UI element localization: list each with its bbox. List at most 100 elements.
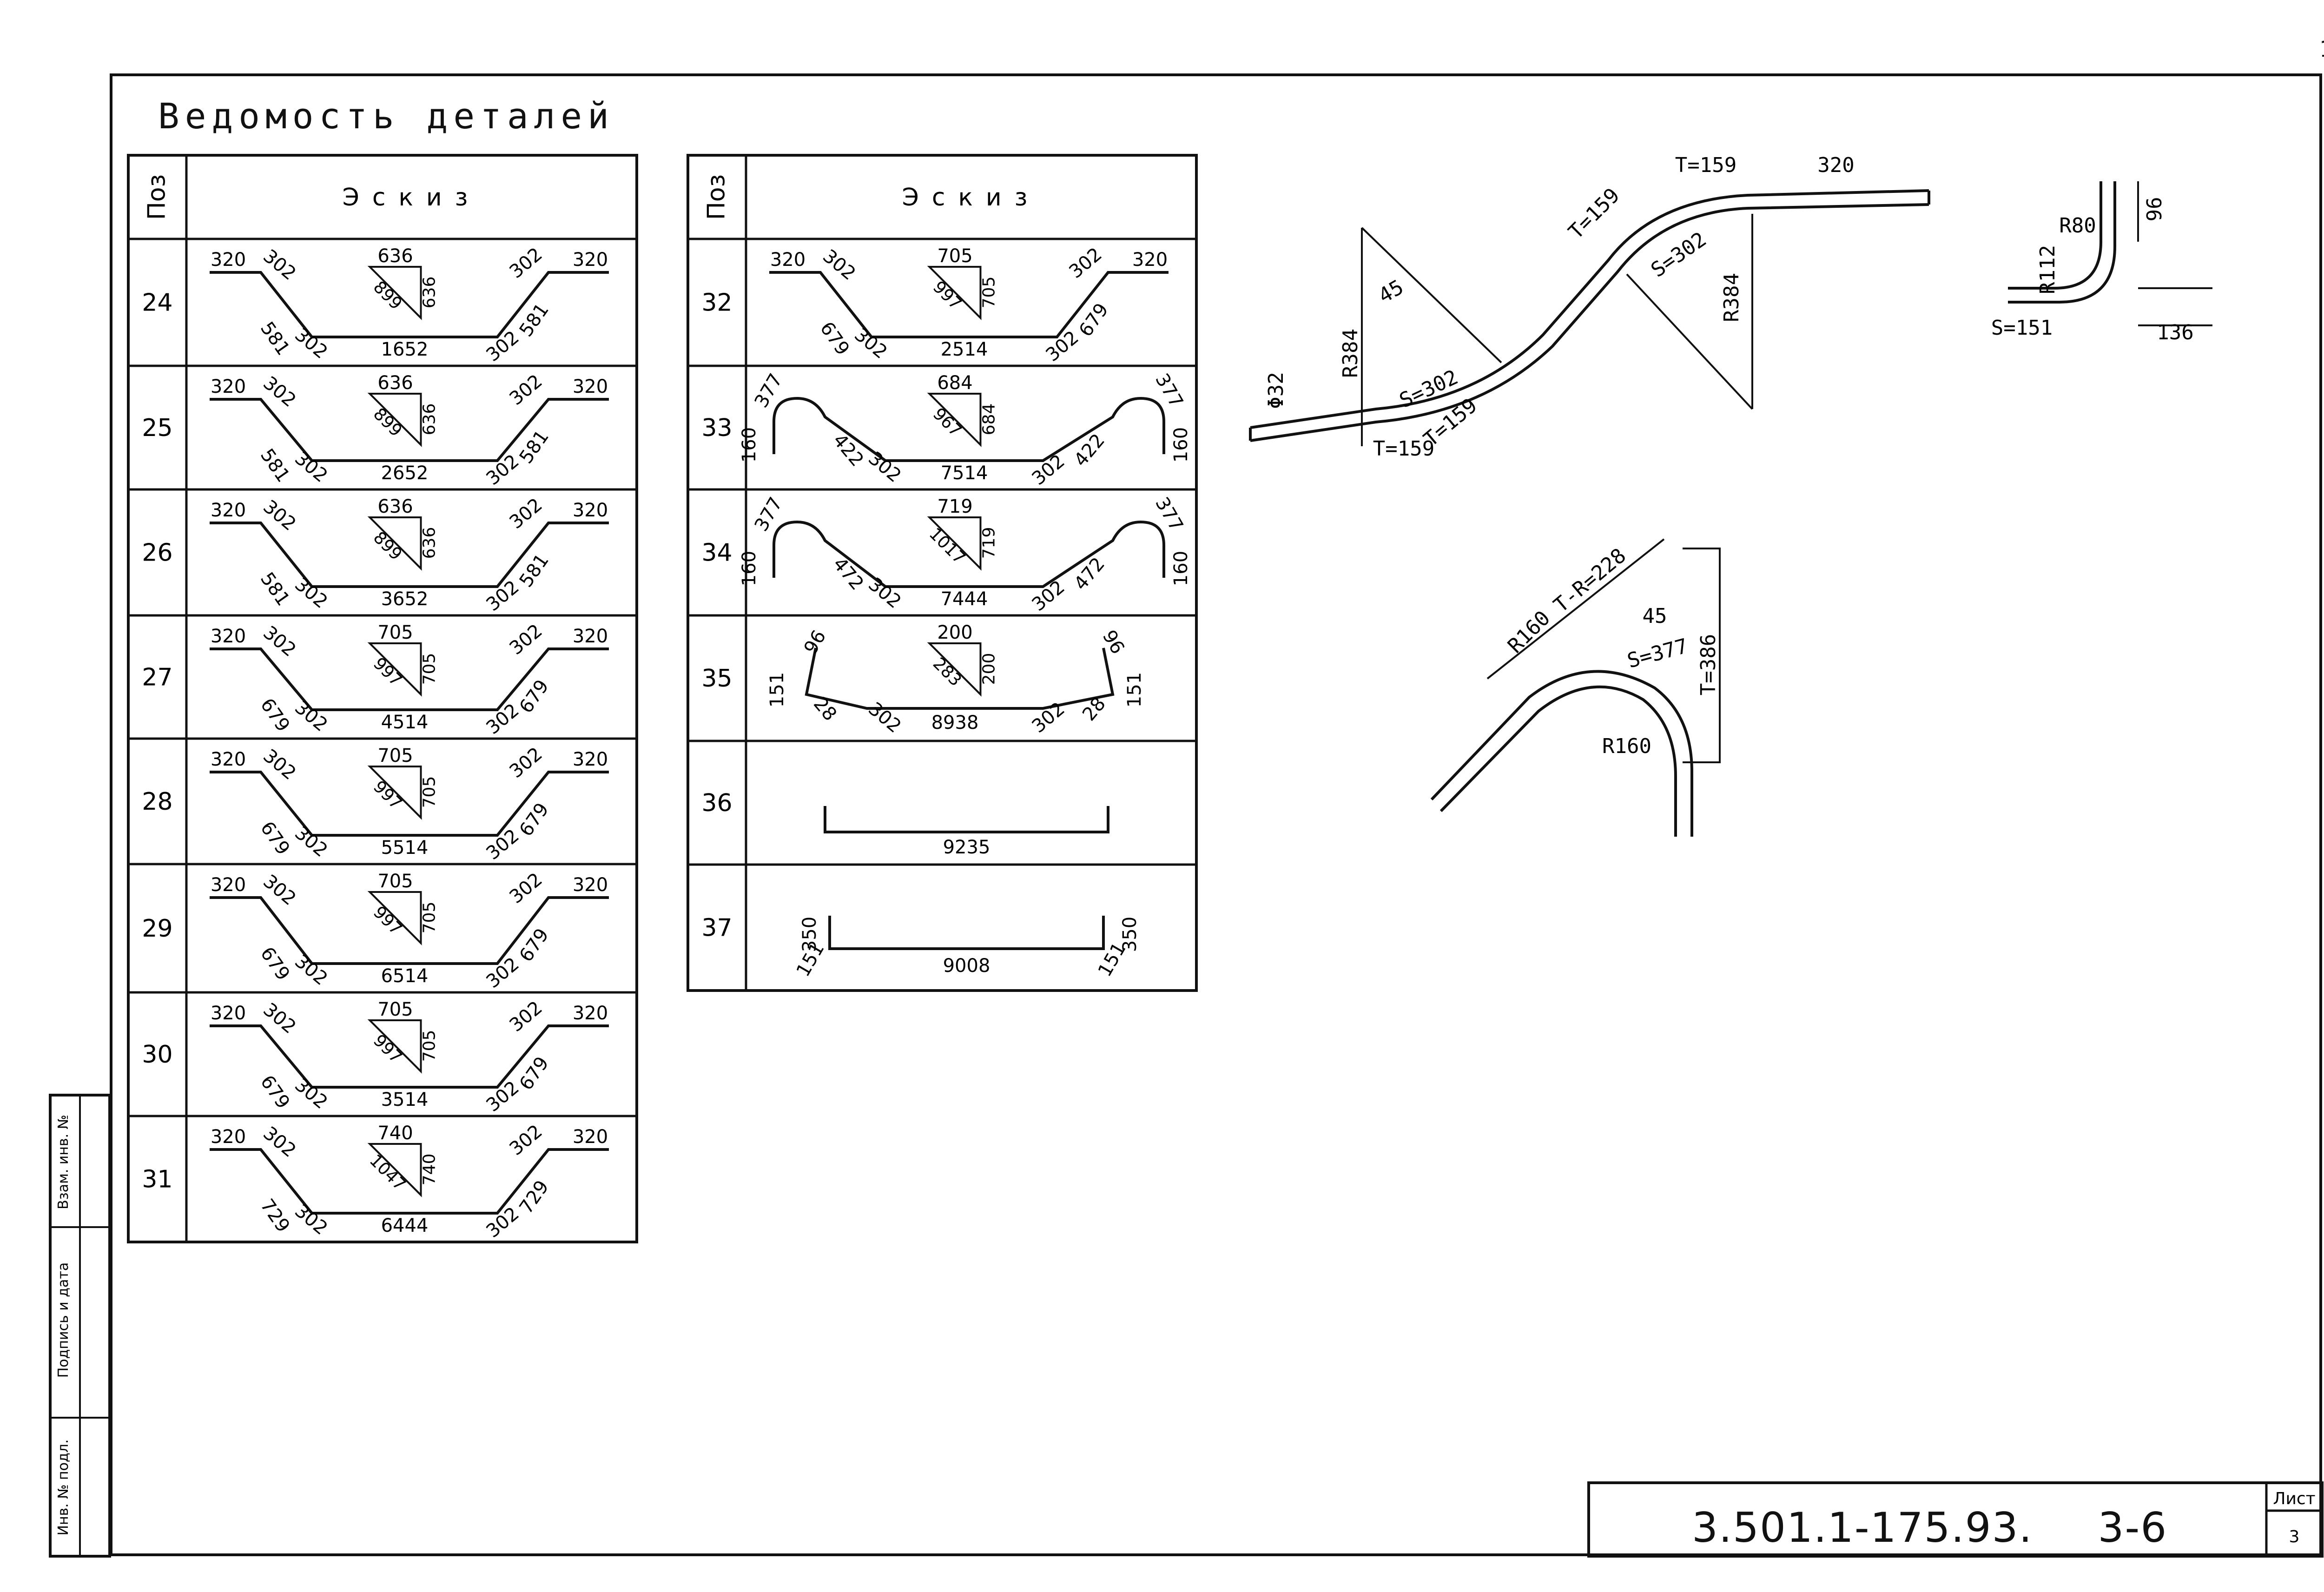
dim-right-slant-top: 302	[506, 244, 547, 283]
dim-top-right: 320	[1132, 249, 1168, 271]
bar-shape	[805, 647, 1115, 710]
dim-top-left: 320	[211, 500, 246, 521]
dim-bottom: 7514	[941, 462, 988, 484]
dim-triangle-side: 636	[420, 277, 439, 309]
dim-top-left: 320	[211, 626, 246, 647]
dim-top-right: 320	[573, 376, 608, 397]
label-s151: S=151	[1991, 316, 2053, 340]
dim-hook-leg-right: 160	[1170, 427, 1192, 462]
label-len-top: 320	[1817, 153, 1854, 177]
dim-left-diag: 679	[256, 818, 294, 859]
dim-bottom: 8938	[931, 712, 979, 733]
angle-triangle	[367, 393, 422, 447]
dim-triangle-hyp: 997	[370, 903, 406, 939]
bar-shape	[210, 522, 609, 588]
label-s377: S=377	[1625, 634, 1690, 673]
dim-right-diag: 28	[1078, 693, 1110, 725]
row-pos: 30	[142, 1041, 172, 1069]
dim-top-right: 320	[573, 1003, 608, 1024]
dim-top-right: 320	[573, 249, 608, 271]
dim-left-slant-bot: 302	[290, 448, 331, 487]
dim-bottom: 5514	[381, 837, 429, 859]
dim-triangle-side: 740	[420, 1154, 439, 1186]
angle-triangle	[367, 1019, 422, 1074]
dim-top-left: 320	[211, 1003, 246, 1024]
dim-triangle-hyp: 1047	[366, 1151, 409, 1195]
bar-shape	[772, 396, 1165, 462]
dim-top-left: 320	[211, 376, 246, 397]
dim-bottom: 1652	[381, 339, 429, 360]
label-t-r: T-R=228	[1549, 544, 1631, 617]
stamp-sheet-number: 3	[2289, 1527, 2300, 1546]
dim-right-slant-top: 302	[506, 997, 547, 1036]
dim-top-right: 320	[573, 874, 608, 896]
dim-hook-arc-left: 377	[751, 370, 787, 411]
angle-triangle	[367, 766, 422, 820]
dim-hook-leg-right: 160	[1170, 551, 1192, 586]
dim-right-slant-bot: 302	[1042, 327, 1083, 366]
dim-left-diag: 581	[256, 445, 294, 486]
dim-left-slant-bot: 302	[864, 574, 905, 613]
side-stamp-inv-orig: Инв. № подл.	[55, 1440, 72, 1536]
arc-dims	[1486, 538, 1721, 763]
bar-shape	[772, 520, 1165, 588]
dim-right-slant-bot: 302	[482, 1203, 523, 1242]
label-leg-96: 96	[2143, 197, 2166, 222]
dim-end-top-right: 96	[1098, 627, 1129, 658]
dim-left-diag: 422	[829, 430, 868, 471]
label-angle: 45	[1643, 604, 1667, 628]
dim-right-slant-top: 302	[506, 620, 547, 659]
side-stamp-replace-inv: Взам. инв. №	[55, 1115, 72, 1209]
dim-triangle-top: 636	[377, 372, 413, 394]
dim-top-left: 320	[770, 249, 805, 271]
dim-triangle-side: 705	[420, 653, 439, 685]
dim-top-right: 320	[573, 1126, 608, 1148]
stamp-code: 3.501.1-175.93. 3-6	[1692, 1504, 2167, 1552]
dim-end-leg-left: 151	[766, 672, 788, 707]
stamp-code-number: 3.501.1-175.93.	[1692, 1504, 2033, 1552]
arc-outer	[1430, 670, 1693, 837]
label-r112: R112	[2036, 245, 2060, 294]
dim-bottom: 2514	[941, 339, 988, 360]
row-pos: 31	[142, 1166, 172, 1194]
side-stamp-signature-date: Подпись и дата	[55, 1262, 72, 1378]
dim-triangle-top: 636	[377, 245, 413, 267]
row-pos: 26	[142, 539, 172, 567]
dim-leg-left: 350	[799, 917, 820, 952]
dim-right-slant-bot: 302	[1028, 450, 1069, 489]
bar-shape	[210, 771, 609, 837]
dim-top-right: 320	[573, 500, 608, 521]
label-136: 136	[2157, 321, 2193, 344]
dim-triangle-hyp: 967	[929, 404, 965, 441]
dim-right-slant-bot: 302	[482, 953, 523, 992]
dim-right-diag: 679	[515, 925, 553, 966]
row-pos: 28	[142, 788, 172, 816]
dim-triangle-side: 705	[420, 776, 439, 808]
dim-triangle-side: 705	[420, 1030, 439, 1062]
dim-bottom: 6514	[381, 965, 429, 987]
dim-left-slant-bot: 302	[864, 698, 905, 737]
dim-triangle-side: 705	[420, 902, 439, 934]
dim-triangle-hyp: 997	[370, 654, 406, 690]
dim-triangle-top: 705	[377, 999, 413, 1020]
angle-triangle	[927, 266, 982, 320]
dim-triangle-hyp: 1017	[925, 524, 969, 568]
dim-left-slant-bot: 302	[864, 448, 905, 487]
dim-left-diag: 679	[256, 1071, 294, 1113]
dim-left-diag: 28	[809, 693, 841, 725]
dim-bottom: 3652	[381, 588, 429, 610]
label-r-right: R384	[1720, 273, 1743, 322]
dim-right-slant-top: 302	[1065, 244, 1106, 283]
dim-triangle-hyp: 899	[370, 528, 406, 564]
dim-triangle-hyp: 997	[370, 777, 406, 813]
bar-shape	[210, 1148, 609, 1215]
dim-end-leg-right: 151	[1124, 672, 1145, 707]
dim-bottom: 3514	[381, 1089, 429, 1110]
dim-triangle-top: 705	[377, 622, 413, 643]
